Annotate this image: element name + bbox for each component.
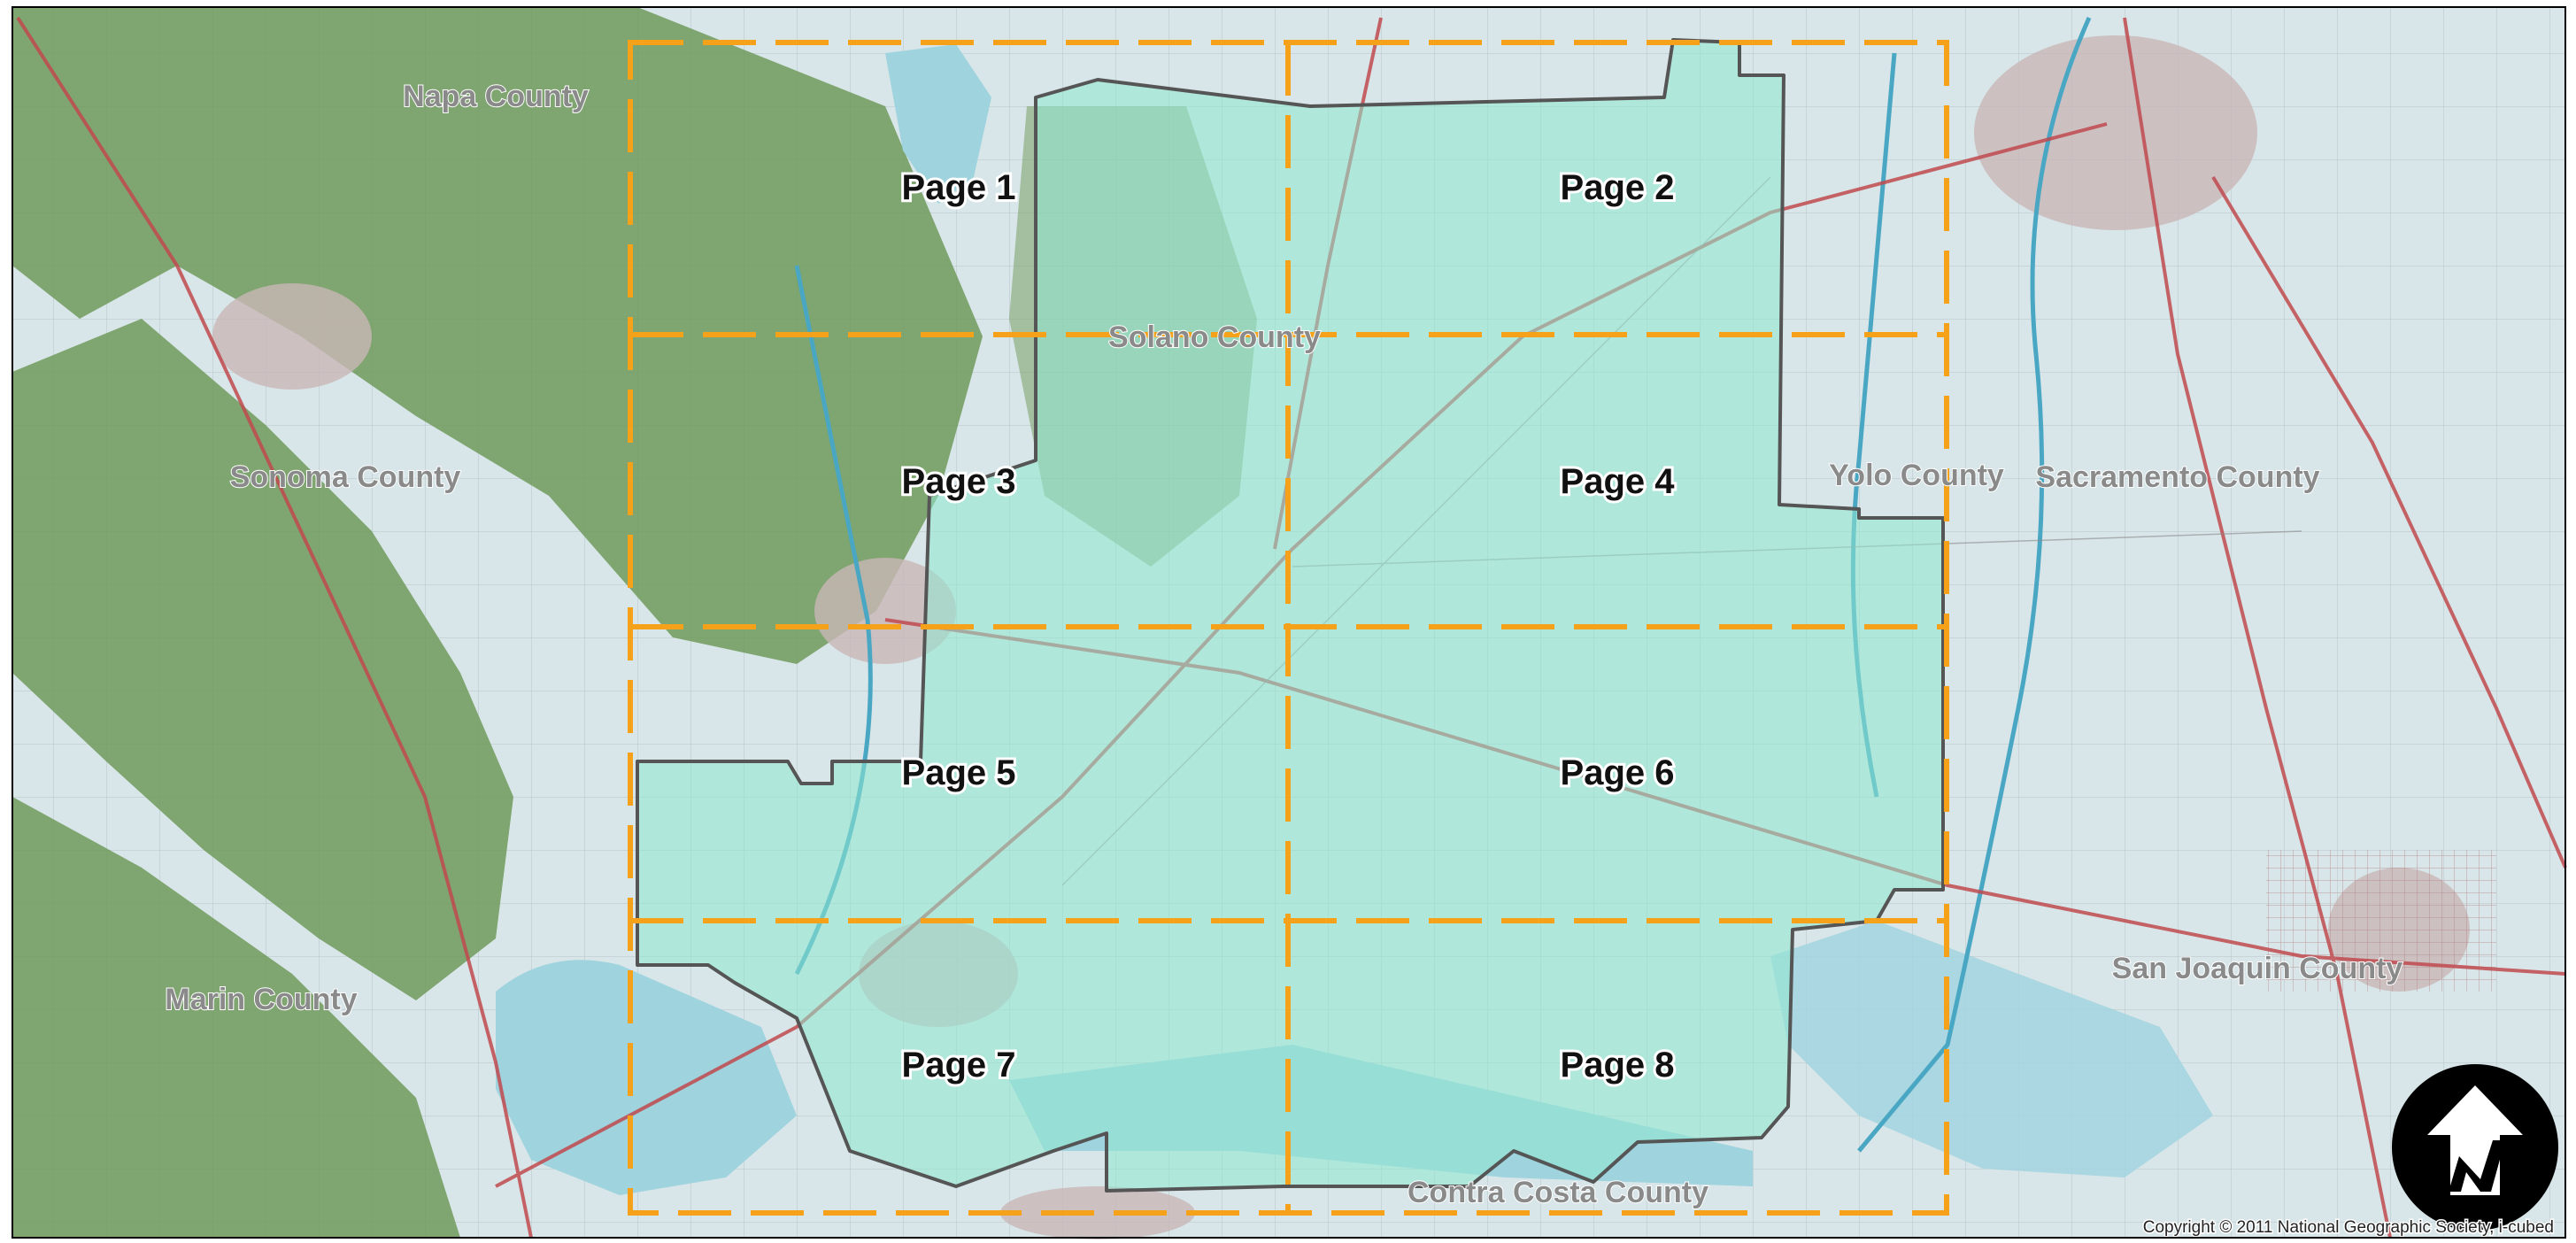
county-label-napa: Napa County <box>403 80 589 113</box>
page-label-6[interactable]: Page 6 <box>1558 751 1677 795</box>
highway-99 <box>2211 175 2567 869</box>
county-label-sacramento: Sacramento County <box>2035 460 2319 494</box>
copyright-notice: Copyright © 2011 National Geographic Soc… <box>2143 1218 2554 1237</box>
hills-sonoma <box>12 319 513 1000</box>
page-label-3[interactable]: Page 3 <box>899 459 1019 504</box>
delta-waterways <box>1770 921 2213 1177</box>
hills-napa <box>12 7 983 664</box>
county-label-san-joaquin: San Joaquin County <box>2112 952 2403 985</box>
north-arrow-icon <box>2392 1064 2558 1231</box>
study-area-polygon[interactable] <box>636 38 1945 1193</box>
county-label-contra-costa: Contra Costa County <box>1408 1176 1708 1209</box>
san-pablo-bay <box>496 960 797 1195</box>
county-label-marin: Marin County <box>165 983 357 1016</box>
page-label-5[interactable]: Page 5 <box>899 751 1019 795</box>
county-label-solano: Solano County <box>1108 320 1321 354</box>
highway-101 <box>16 16 533 1239</box>
page-label-1[interactable]: Page 1 <box>899 166 1019 210</box>
urban-napa <box>814 558 956 664</box>
urban-santa-rosa <box>212 283 372 390</box>
urban-concord <box>1000 1186 1195 1239</box>
interstate-5 <box>2123 17 2392 1239</box>
page-label-8[interactable]: Page 8 <box>1558 1043 1677 1087</box>
hills-marin <box>12 797 460 1238</box>
county-labels: Napa County Sonoma County Solano County … <box>164 79 2403 1210</box>
page-grid <box>628 40 1949 1216</box>
page-label-2[interactable]: Page 2 <box>1558 166 1677 210</box>
map-border <box>12 6 2566 1239</box>
county-label-sonoma: Sonoma County <box>230 460 461 494</box>
county-label-yolo: Yolo County <box>1829 459 2004 492</box>
page-labels: Page 1 Page 2 Page 3 Page 4 Page 5 Page … <box>899 166 1678 1087</box>
lake-berryessa <box>885 44 991 204</box>
urban-sacramento <box>1974 35 2257 230</box>
page-label-4[interactable]: Page 4 <box>1558 459 1678 504</box>
page-label-7[interactable]: Page 7 <box>899 1043 1019 1087</box>
